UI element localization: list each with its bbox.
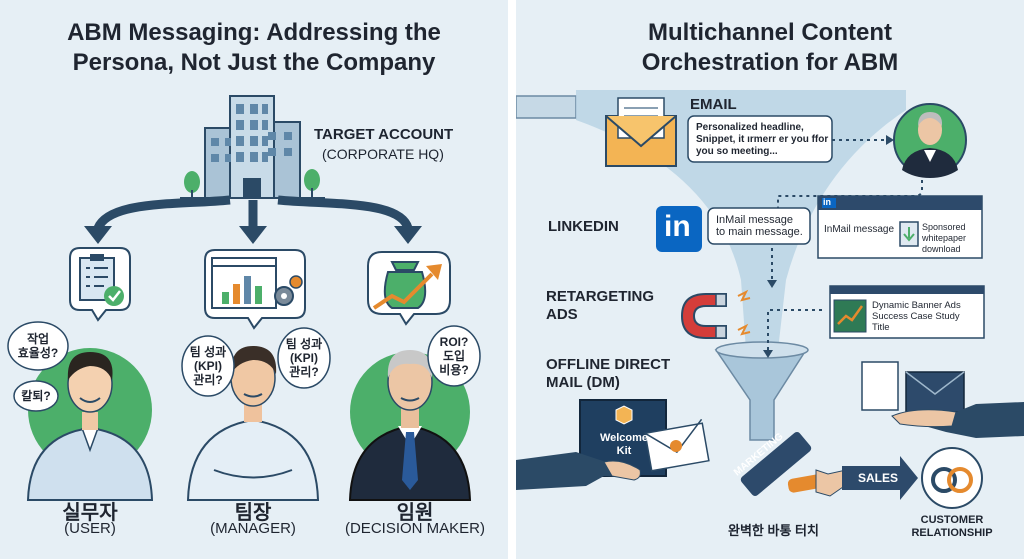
dashboard-icon bbox=[204, 249, 306, 330]
sales-label: SALES bbox=[858, 471, 899, 485]
manager-bubble-right: 팀 성과(KPI)관리? bbox=[285, 337, 323, 379]
manager-persona-avatar bbox=[186, 346, 320, 501]
email-card-text: Personalized headline,Snippet, it ırmerr… bbox=[696, 122, 829, 157]
email-channel-label: EMAIL bbox=[690, 96, 737, 113]
user-persona-name: 실무자 bbox=[62, 502, 118, 524]
paper-and-envelope-icon bbox=[861, 361, 965, 413]
target-account-sub: (CORPORATE HQ) bbox=[322, 146, 444, 162]
receiving-hand bbox=[891, 402, 1024, 438]
persona-messaging-panel: ABM Messaging: Addressing the Persona, N… bbox=[0, 0, 508, 559]
executive-persona-role: (DECISION MAKER) bbox=[344, 520, 485, 537]
welcome-letter-envelope bbox=[644, 418, 710, 472]
right-title-line2: Orchestration for ABM bbox=[641, 49, 899, 76]
dynamic-banner-card bbox=[829, 285, 985, 339]
linkedin-channel-label: LINKEDIN bbox=[548, 218, 619, 235]
executive-persona-name: 임원 bbox=[396, 502, 434, 524]
user-bubble-small: 칼퇴? bbox=[21, 389, 51, 403]
linkedin-card-logo: in bbox=[823, 197, 831, 207]
user-persona-role: (USER) bbox=[64, 520, 116, 537]
magnet-icon bbox=[680, 289, 751, 339]
persona-branch-arrows bbox=[93, 195, 413, 231]
persona-speech-bubbles bbox=[7, 321, 481, 412]
orchestration-illustration bbox=[516, 90, 1024, 509]
executive-persona-avatar bbox=[348, 350, 472, 501]
manager-bubble-left: 팀 성과(KPI)관리? bbox=[189, 345, 227, 387]
manager-persona-role: (MANAGER) bbox=[210, 520, 296, 537]
persona-illustration bbox=[7, 95, 481, 501]
linkedin-logo-text: in bbox=[664, 210, 691, 243]
multichannel-panel: Multichannel Content Orchestration for A… bbox=[516, 0, 1024, 559]
right-title-line1: Multichannel Content bbox=[648, 19, 892, 46]
linkedin-bubble bbox=[707, 207, 811, 245]
email-envelope-icon bbox=[605, 97, 677, 167]
delivering-hand bbox=[516, 452, 641, 490]
target-account-label: TARGET ACCOUNT bbox=[314, 126, 454, 143]
linkedin-card bbox=[817, 195, 983, 259]
money-growth-icon bbox=[367, 251, 451, 326]
manager-persona-name: 팀장 bbox=[234, 502, 272, 524]
customer-relationship-rings-icon bbox=[921, 447, 983, 509]
linkedin-card-text: InMail message bbox=[824, 224, 895, 235]
checklist-icon bbox=[69, 247, 131, 322]
marketing-sales-baton bbox=[740, 432, 918, 500]
user-persona-avatar bbox=[26, 348, 154, 501]
contact-avatar bbox=[893, 103, 967, 178]
baton-touch-caption: 완벽한 바통 터치 bbox=[728, 523, 819, 538]
corporate-building-icon bbox=[180, 95, 325, 199]
left-title-line2: Persona, Not Just the Company bbox=[72, 49, 436, 76]
left-title-line1: ABM Messaging: Addressing the bbox=[67, 19, 441, 46]
linkedin-logo-icon bbox=[656, 206, 702, 252]
